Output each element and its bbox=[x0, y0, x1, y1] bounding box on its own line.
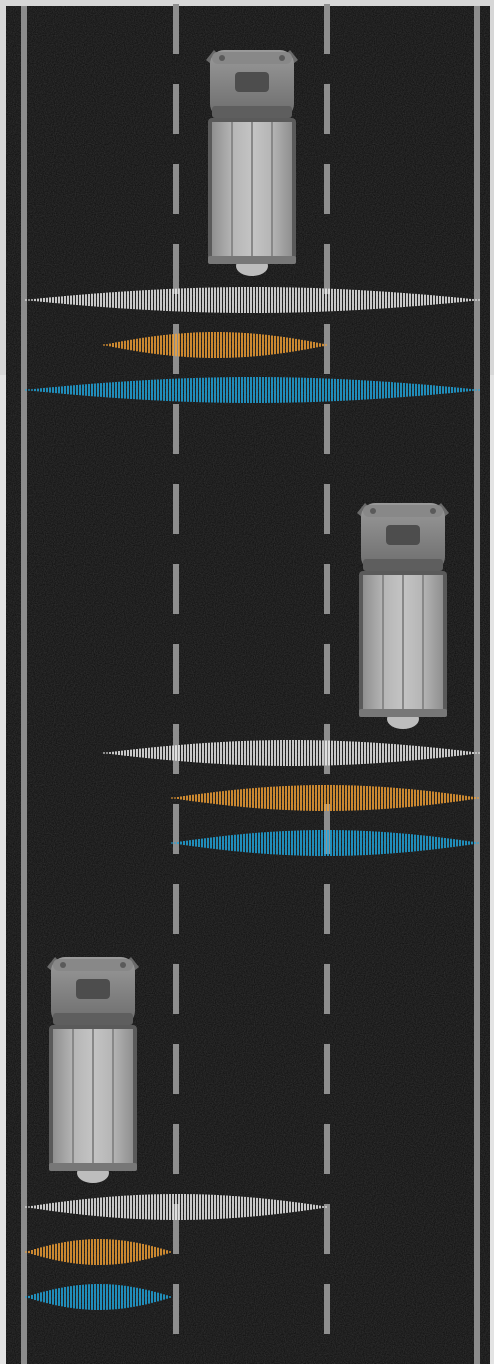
lane-divider-1 bbox=[173, 4, 179, 1334]
truck-lane-2-top bbox=[206, 50, 298, 276]
left-edge-line bbox=[21, 6, 27, 1364]
truck-lane-3-middle bbox=[357, 503, 449, 729]
right-edge-line bbox=[474, 6, 480, 1364]
lane-divider-2 bbox=[324, 4, 330, 1334]
truck-lane-1-bottom bbox=[47, 957, 139, 1183]
